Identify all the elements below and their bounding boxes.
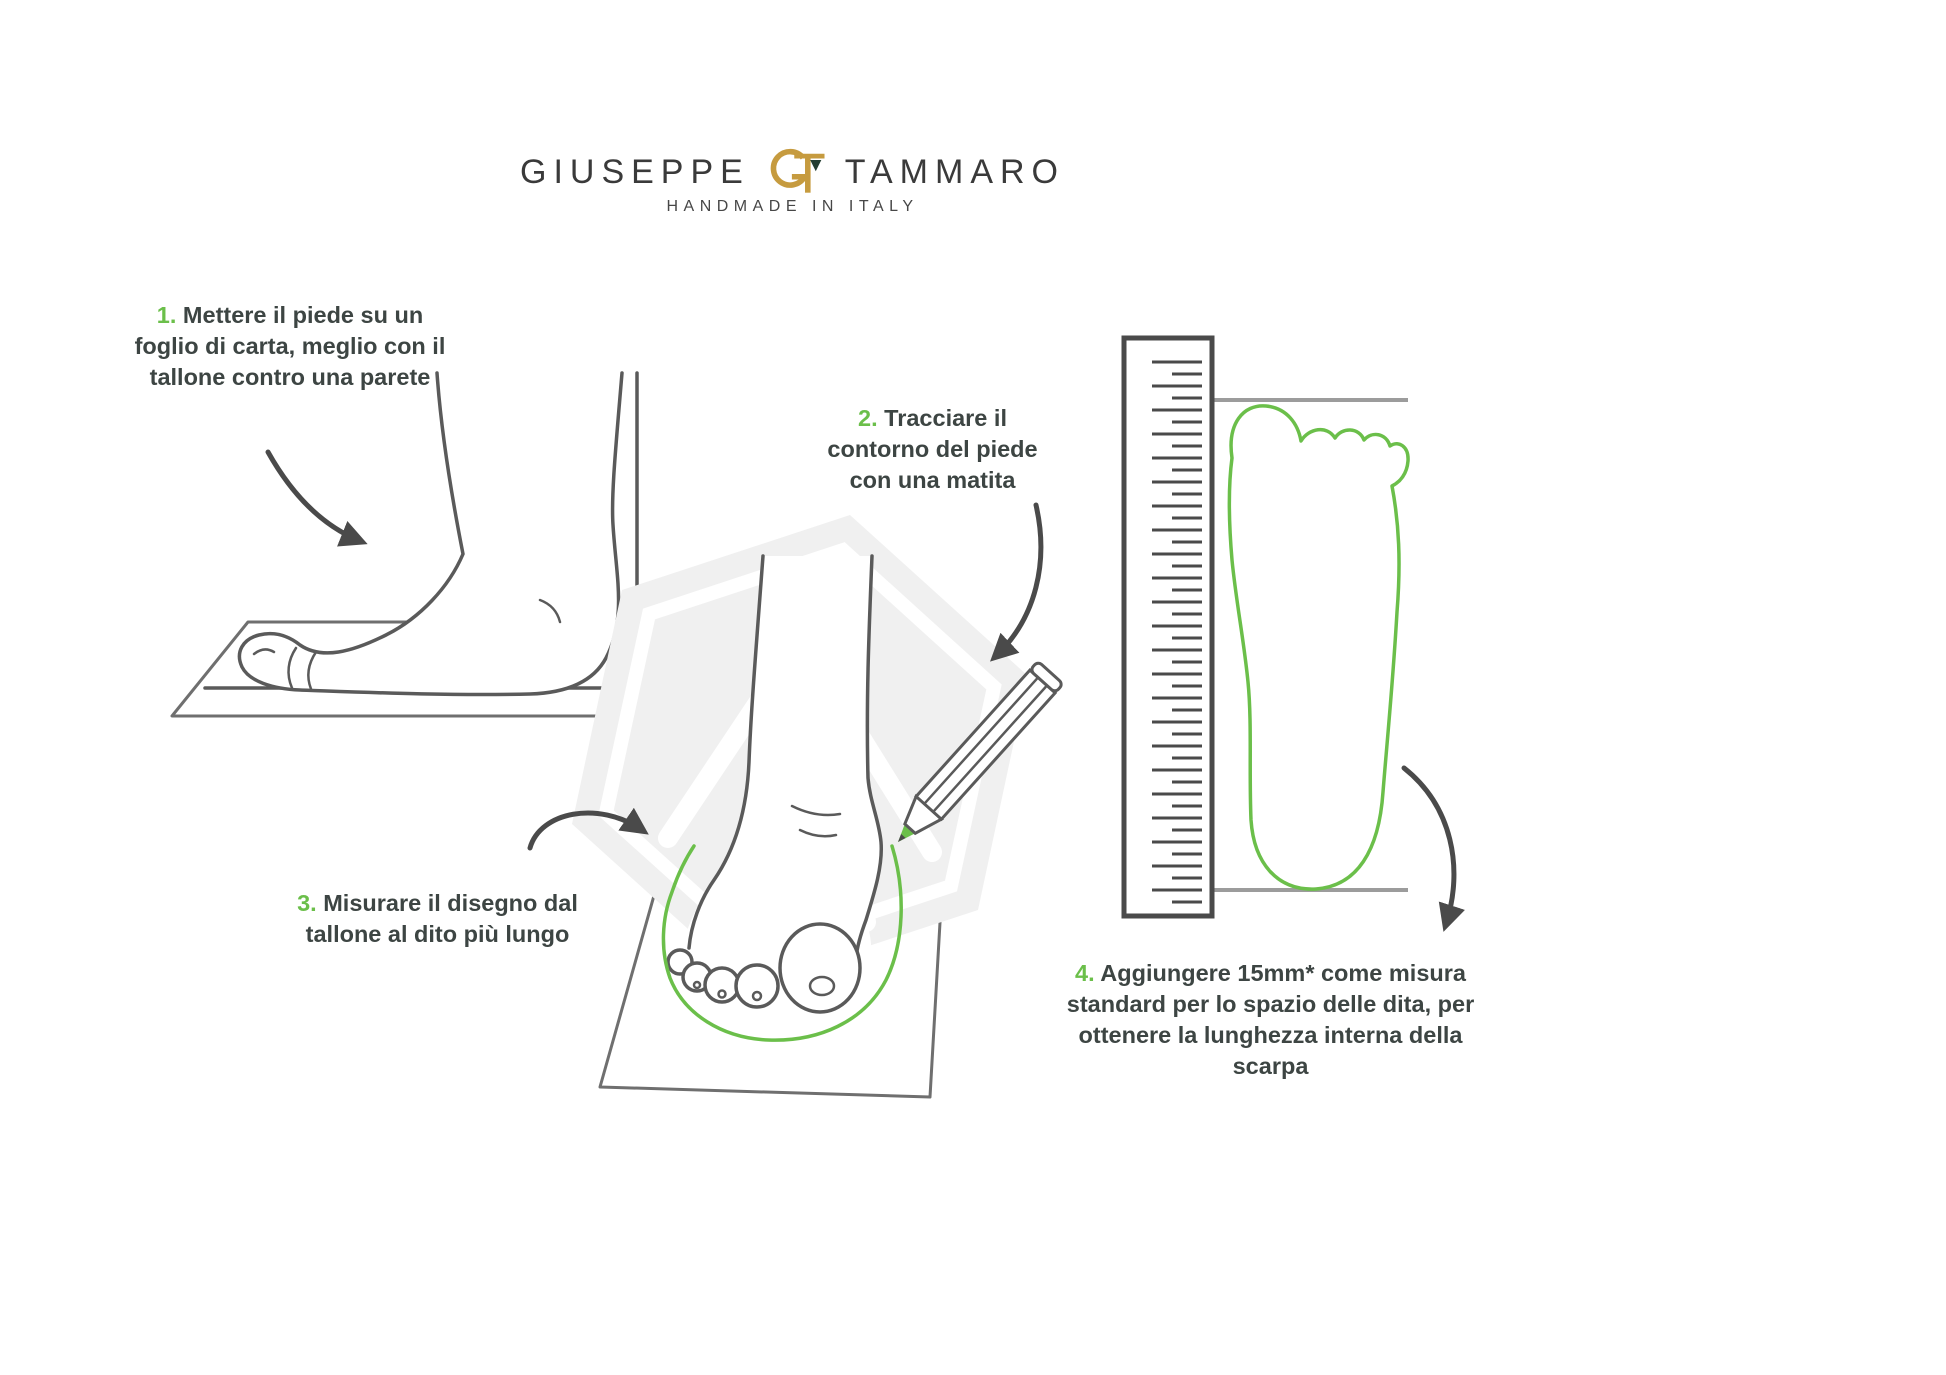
step-3-text: Misurare il disegno dal tallone al dito …: [305, 890, 578, 948]
ankle-bone-line: [538, 598, 562, 624]
curved-arrow-step2: [990, 502, 1044, 662]
ankle-crease-line: [790, 804, 842, 817]
toe-nail: [692, 980, 702, 990]
green-traced-outline: [661, 844, 903, 1042]
step2-illustration-foot-tracing: [527, 502, 1063, 1099]
toe-big: [778, 922, 862, 1014]
toe-separation-line: [287, 646, 298, 690]
pencil-icon: [898, 661, 1063, 842]
step-4-instruction: 4. Aggiungere 15mm* come misura standard…: [1058, 958, 1483, 1082]
toe-separation-line: [307, 650, 318, 691]
curved-arrow-step1: [265, 449, 368, 547]
step4-illustration-ruler-measurement: [1121, 335, 1465, 932]
step-3-number: 3.: [297, 890, 317, 916]
brand-logo: GIUSEPPE TAMMARO: [520, 142, 1065, 202]
step-1-text: Mettere il piede su un foglio di carta, …: [134, 302, 446, 391]
toe-second: [734, 963, 780, 1009]
step-4-number: 4.: [1075, 960, 1095, 986]
green-foot-outline: [1227, 404, 1410, 891]
curved-arrow-step4: [1401, 765, 1465, 932]
curved-arrow-step3: [527, 807, 649, 851]
step-2-number: 2.: [858, 405, 878, 431]
step-4-text: Aggiungere 15mm* come misura standard pe…: [1066, 960, 1475, 1080]
gt-monogram-icon: [770, 148, 825, 193]
brand-name-right: TAMMARO: [844, 152, 1065, 191]
leg-right-contour: [854, 554, 884, 960]
step-2-instruction: 2. Tracciare il contorno del piede con u…: [815, 403, 1050, 496]
step-2-text: Tracciare il contorno del piede con una …: [827, 405, 1038, 494]
brand-tagline: HANDMADE IN ITALY: [666, 198, 919, 215]
foot-side-outline: [237, 371, 624, 697]
toe-nail: [751, 990, 763, 1002]
step-3-instruction: 3. Misurare il disegno dal tallone al di…: [280, 888, 595, 950]
leg-left-contour: [687, 554, 765, 950]
step1-illustration-foot-on-paper: [170, 371, 664, 718]
ruler-ticks: [1152, 360, 1202, 904]
step-1-number: 1.: [156, 302, 177, 328]
toe-big-nail: [808, 975, 836, 997]
toe-nail: [717, 989, 727, 999]
step-1-instruction: 1. Mettere il piede su un foglio di cart…: [125, 300, 455, 393]
ankle-crease-line: [798, 828, 838, 838]
foot-top-silhouette: [678, 556, 882, 1029]
toe-nail-line: [252, 648, 276, 656]
brand-name-left: GIUSEPPE: [520, 152, 750, 191]
